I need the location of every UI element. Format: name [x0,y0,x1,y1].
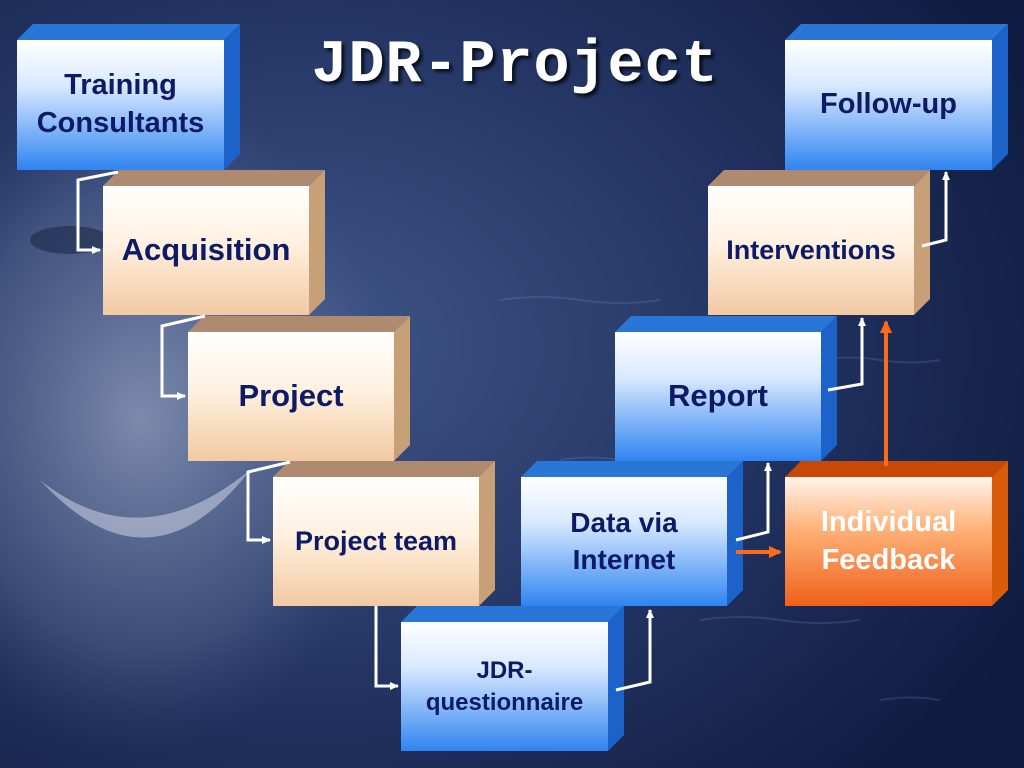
connector-acquisition-to-project [160,314,206,400]
report-label: Report [615,332,821,461]
smile-shape [40,470,250,538]
project-team-label: Project team [273,477,479,606]
connector-team-to-questionnaire [374,606,399,690]
connector-report-to-interventions [827,317,866,392]
connector-interventions-to-followup [921,171,950,248]
connector-data-to-report [735,462,772,542]
connector-questionnaire-to-data [615,609,654,692]
interventions-label: Interventions [708,186,914,315]
interventions-box: Interventions [708,170,930,315]
project-box: Project [188,316,410,461]
acquisition-box: Acquisition [103,170,325,315]
follow-up-box: Follow-up [785,24,1008,170]
connector-training-to-acquisition [76,170,119,254]
jdr-questionnaire-label: JDR-questionnaire [401,622,608,751]
eye-shape [30,226,110,254]
acquisition-label: Acquisition [103,186,309,315]
connector-project-to-team [246,460,291,544]
project-team-box: Project team [273,461,495,606]
page-title: JDR-Project [311,32,719,100]
project-label: Project [188,332,394,461]
report-box: Report [615,316,837,461]
follow-up-label: Follow-up [785,40,992,170]
jdr-questionnaire-box: JDR-questionnaire [401,606,624,751]
